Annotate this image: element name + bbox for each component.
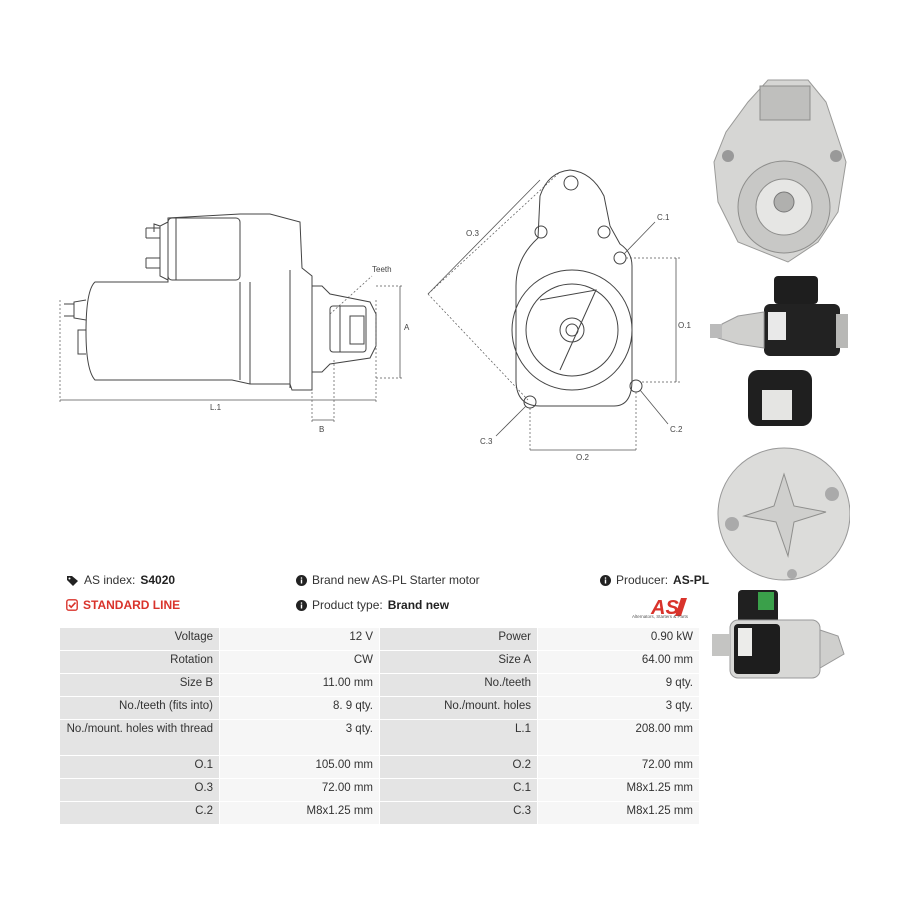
product-photo-rear bbox=[717, 370, 850, 581]
spec-value: 72.00 mm bbox=[537, 755, 700, 779]
product-type-label: Product type: bbox=[312, 598, 383, 612]
spec-value: 9 qty. bbox=[537, 673, 700, 697]
spec-value: 208.00 mm bbox=[537, 719, 700, 756]
spec-value: CW bbox=[219, 650, 380, 674]
as-index: AS index: S4020 bbox=[66, 573, 175, 587]
logo-tagline: Alternators, Starters & Parts bbox=[632, 614, 689, 619]
spec-value: 12 V bbox=[219, 627, 380, 651]
product-description: Brand new AS-PL Starter motor bbox=[296, 573, 480, 587]
spec-label: L.1 bbox=[379, 719, 538, 756]
label-b: B bbox=[319, 425, 324, 434]
spec-label: O.2 bbox=[379, 755, 538, 779]
spec-value: 8. 9 qty. bbox=[219, 696, 380, 720]
spec-label: C.1 bbox=[379, 778, 538, 802]
label-teeth: Teeth bbox=[372, 265, 392, 274]
spec-value: 11.00 mm bbox=[219, 673, 380, 697]
spec-value: 105.00 mm bbox=[219, 755, 380, 779]
label-c1: C.1 bbox=[657, 213, 670, 222]
spec-label: No./mount. holes bbox=[379, 696, 538, 720]
spec-value: 64.00 mm bbox=[537, 650, 700, 674]
spec-label: No./mount. holes with thread bbox=[59, 719, 220, 756]
spec-value: 3 qty. bbox=[219, 719, 380, 756]
spec-label: Size B bbox=[59, 673, 220, 697]
product-photo-angle bbox=[712, 590, 845, 679]
tag-icon bbox=[67, 575, 78, 586]
spec-label: C.3 bbox=[379, 801, 538, 825]
spec-label: Rotation bbox=[59, 650, 220, 674]
as-index-label: AS index: bbox=[84, 573, 136, 587]
logo-text: AS bbox=[650, 597, 679, 619]
producer: Producer: AS-PL bbox=[600, 573, 709, 587]
spec-label: C.2 bbox=[59, 801, 220, 825]
spec-label: O.3 bbox=[59, 778, 220, 802]
producer-value: AS-PL bbox=[673, 573, 710, 587]
description-text: Brand new AS-PL Starter motor bbox=[312, 573, 480, 587]
label-o2: O.2 bbox=[576, 453, 589, 462]
spec-label: Voltage bbox=[59, 627, 220, 651]
spec-value: M8x1.25 mm bbox=[219, 801, 380, 825]
spec-value: 3 qty. bbox=[537, 696, 700, 720]
spec-value: M8x1.25 mm bbox=[537, 778, 700, 802]
spec-label: No./teeth (fits into) bbox=[59, 696, 220, 720]
info-icon bbox=[296, 599, 307, 611]
label-l1: L.1 bbox=[210, 403, 222, 412]
checkbox-icon bbox=[66, 599, 78, 611]
label-c2: C.2 bbox=[670, 425, 683, 434]
spec-value: 72.00 mm bbox=[219, 778, 380, 802]
technical-drawing: Teeth A L.1 B O.3 C.1 O.1 C.2 C.3 O.2 bbox=[59, 169, 691, 462]
info-icon bbox=[600, 574, 611, 586]
product-type-value: Brand new bbox=[387, 598, 450, 612]
label-o1: O.1 bbox=[678, 321, 691, 330]
spec-label: No./teeth bbox=[379, 673, 538, 697]
spec-label: Power bbox=[379, 627, 538, 651]
product-photo-side bbox=[710, 276, 848, 356]
product-photo-front bbox=[713, 79, 847, 263]
spec-value: M8x1.25 mm bbox=[537, 801, 700, 825]
as-pl-logo: AS bbox=[650, 597, 687, 619]
spec-label: O.1 bbox=[59, 755, 220, 779]
product-type: Product type: Brand new bbox=[296, 598, 449, 612]
info-icon bbox=[296, 574, 307, 586]
spec-value: 0.90 kW bbox=[537, 627, 700, 651]
line-badge: STANDARD LINE bbox=[66, 598, 180, 612]
spec-row: No./teeth (fits into)8. 9 qty.No./mount.… bbox=[59, 696, 700, 720]
line-text: STANDARD LINE bbox=[83, 598, 181, 612]
as-index-value: S4020 bbox=[140, 573, 176, 587]
spec-label: Size A bbox=[379, 650, 538, 674]
label-c3: C.3 bbox=[480, 437, 493, 446]
label-o3: O.3 bbox=[466, 229, 479, 238]
producer-label: Producer: bbox=[616, 573, 669, 587]
label-a: A bbox=[404, 323, 410, 332]
